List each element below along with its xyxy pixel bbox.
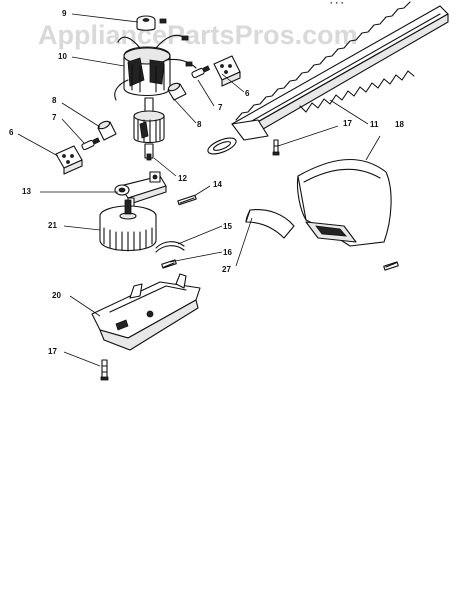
- label-27: 27: [222, 265, 231, 274]
- label-17-lower: 17: [48, 347, 57, 356]
- part-screw-17-lower: [100, 359, 109, 381]
- part-switch-block-left: [55, 145, 83, 175]
- label-15: 15: [223, 222, 232, 231]
- label-8-left: 8: [52, 96, 57, 105]
- part-top-cap: [136, 15, 167, 31]
- label-20: 20: [52, 291, 61, 300]
- part-spring-clip: [155, 241, 185, 253]
- part-armature: [133, 97, 165, 161]
- part-gear: [99, 199, 157, 252]
- part-motor: [114, 34, 197, 101]
- part-housing-screw: [383, 261, 399, 271]
- watermark: AppliancePartsPros.com: [38, 20, 358, 50]
- callout-labels: 9 10 8 7 6 8 7 6 17 11 18 12 13 14 21 15…: [9, 9, 404, 356]
- leader-lines: [17, 13, 381, 367]
- label-6-left: 6: [9, 128, 14, 137]
- part-sleeve-left: [97, 120, 117, 141]
- part-screw-17-upper: [272, 139, 280, 156]
- label-14: 14: [213, 180, 222, 189]
- part-sleeve-right: [167, 82, 187, 101]
- label-9: 9: [62, 9, 67, 18]
- part-screw-16: [161, 259, 177, 269]
- part-lower-housing: [91, 273, 201, 351]
- part-cover-strip: [245, 209, 295, 239]
- header-fragment: · · ·: [330, 0, 344, 8]
- label-17-upper: 17: [343, 119, 352, 128]
- label-8-right: 8: [197, 120, 202, 129]
- part-switch-block-right: [213, 55, 241, 87]
- label-6-right: 6: [245, 89, 250, 98]
- label-16: 16: [223, 248, 232, 257]
- part-pin-right: [191, 65, 211, 79]
- label-21: 21: [48, 221, 57, 230]
- label-12: 12: [178, 174, 187, 183]
- part-pin-left: [81, 137, 101, 151]
- label-13: 13: [22, 187, 31, 196]
- label-11: 11: [370, 120, 379, 129]
- part-housing-shell: [296, 158, 392, 247]
- label-18: 18: [395, 120, 404, 129]
- part-blade: [207, 1, 449, 155]
- label-7-right: 7: [218, 103, 223, 112]
- label-7-left: 7: [52, 113, 57, 122]
- part-screw-14: [177, 194, 197, 206]
- label-10: 10: [58, 52, 67, 61]
